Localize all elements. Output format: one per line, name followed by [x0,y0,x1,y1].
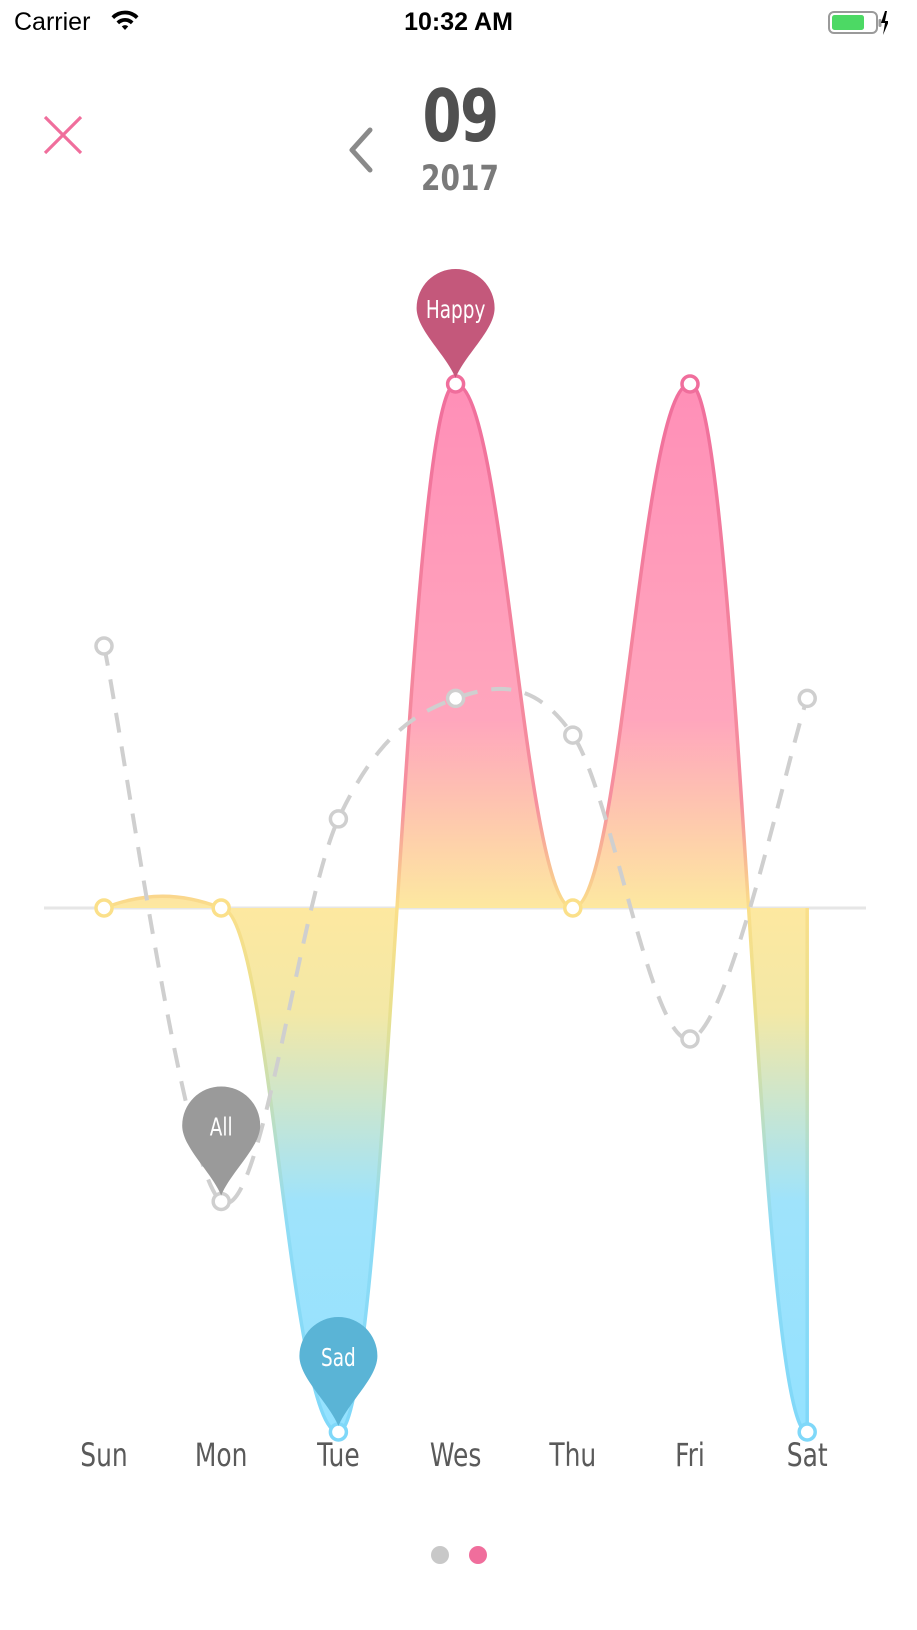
status-bar: Carrier 10:32 AM [0,0,917,46]
month-label: 09 [422,74,499,158]
marker-happy: Happy [416,269,495,378]
day-label-tue: Tue [316,1436,359,1474]
happy-line [103,382,809,1434]
marker-label: Sad [321,1344,356,1372]
marker-all: All [182,1086,261,1196]
all-point-thu [563,725,583,745]
marker-label: All [210,1114,233,1142]
happy-point-fri [680,374,700,394]
close-button[interactable] [40,112,86,158]
day-label-mon: Mon [195,1436,248,1474]
happy-point-sat [797,1422,817,1442]
page-indicator [0,1546,917,1569]
carrier-label: Carrier [14,8,91,36]
wifi-icon [110,10,140,39]
close-icon [43,115,83,155]
day-label-sun: Sun [80,1436,127,1474]
page-dot-1[interactable] [430,1546,449,1564]
day-label-fri: Fri [675,1436,705,1474]
day-label-thu: Thu [548,1436,596,1474]
marker-pin [182,1086,261,1196]
all-point-mon [211,1191,231,1212]
all-point-wes [445,688,466,709]
all-point-fri [680,1029,700,1049]
year-label: 2017 [421,159,499,199]
happy-point-sun [94,898,114,918]
marker-sad: Sad [299,1317,378,1426]
battery-charging-icon [828,10,889,41]
chevron-left-icon [349,127,373,173]
happy-point-thu [563,898,583,918]
status-time: 10:32 AM [404,8,513,36]
marker-pin [299,1317,378,1426]
marker-pin [416,269,495,378]
happy-point-wes [445,374,466,394]
happy-area [104,384,808,1432]
day-label-sat: Sat [787,1436,828,1474]
all-dashed-line [102,645,810,1206]
previous-month-button[interactable] [346,126,380,176]
day-label-wes: Wes [430,1436,482,1474]
page-dot-2[interactable] [468,1546,487,1564]
all-point-sun [94,636,114,656]
all-point-tue [328,809,349,829]
marker-label: Happy [426,296,486,324]
all-point-sat [797,688,817,709]
happy-point-mon [211,898,231,918]
